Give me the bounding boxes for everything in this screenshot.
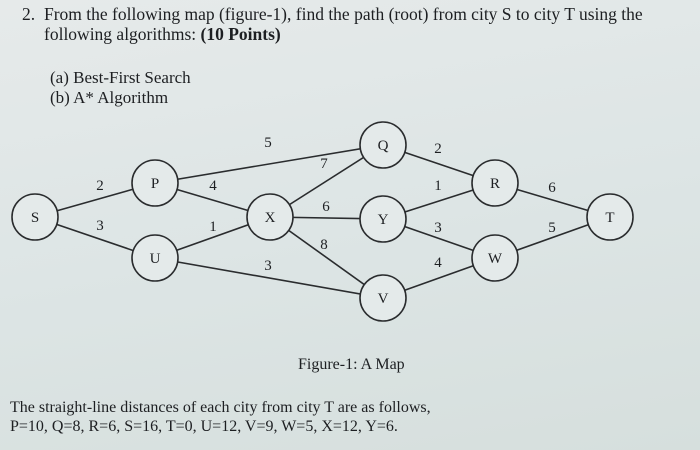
heuristic-intro: The straight-line distances of each city…: [10, 399, 431, 416]
city-label: P: [151, 176, 159, 192]
edge-weight: 1: [434, 178, 442, 194]
question: 2. From the following map (figure-1), fi…: [22, 4, 700, 44]
edge-weight: 3: [96, 218, 104, 234]
algorithm-list: (a) Best-First Search (b) A* Algorithm: [50, 68, 191, 108]
edge-weight: 5: [548, 220, 556, 236]
edge-weight: 6: [322, 199, 330, 215]
city-node-W: [471, 234, 519, 282]
city-label: U: [150, 251, 161, 267]
question-text: From the following map (figure-1), find …: [44, 4, 643, 44]
city-label: R: [490, 176, 500, 192]
city-node-V: [359, 274, 407, 322]
part-a: (a) Best-First Search: [50, 68, 191, 87]
city-label: X: [265, 210, 276, 226]
figure-caption: Figure-1: A Map: [298, 356, 405, 373]
city-label: Y: [378, 212, 389, 228]
edge-P-Q: [154, 144, 384, 184]
city-node-R: [471, 159, 519, 207]
city-label: T: [605, 210, 614, 226]
heuristic-values: P=10, Q=8, R=6, S=16, T=0, U=12, V=9, W=…: [10, 418, 398, 435]
city-node-U: [131, 234, 179, 282]
city-node-S: [11, 193, 59, 241]
city-node-Y: [359, 195, 407, 243]
city-node-T: [586, 193, 634, 241]
city-label: V: [378, 291, 389, 307]
city-node-Q: [359, 121, 407, 169]
edge-weight: 5: [264, 135, 272, 151]
question-number: 2.: [22, 4, 36, 24]
question-points: (10 Points): [200, 24, 281, 44]
edge-U-V: [154, 257, 384, 299]
heuristic-text: The straight-line distances of each city…: [10, 398, 431, 436]
city-node-X: [246, 193, 294, 241]
edge-weight: 8: [320, 237, 328, 253]
edge-weight: 2: [434, 141, 442, 157]
edge-weight: 4: [209, 178, 217, 194]
city-label: Q: [378, 138, 389, 154]
city-label: W: [488, 251, 503, 267]
part-b: (b) A* Algorithm: [50, 88, 169, 107]
edge-weight: 4: [434, 255, 442, 271]
edge-weight: 7: [320, 156, 328, 172]
edge-weight: 1: [209, 219, 217, 235]
edge-weight: 6: [548, 180, 556, 196]
edge-weight: 3: [264, 258, 272, 274]
city-node-P: [131, 159, 179, 207]
edge-weight: 2: [96, 178, 104, 194]
edge-weight: 3: [434, 220, 442, 236]
city-label: S: [31, 210, 39, 226]
